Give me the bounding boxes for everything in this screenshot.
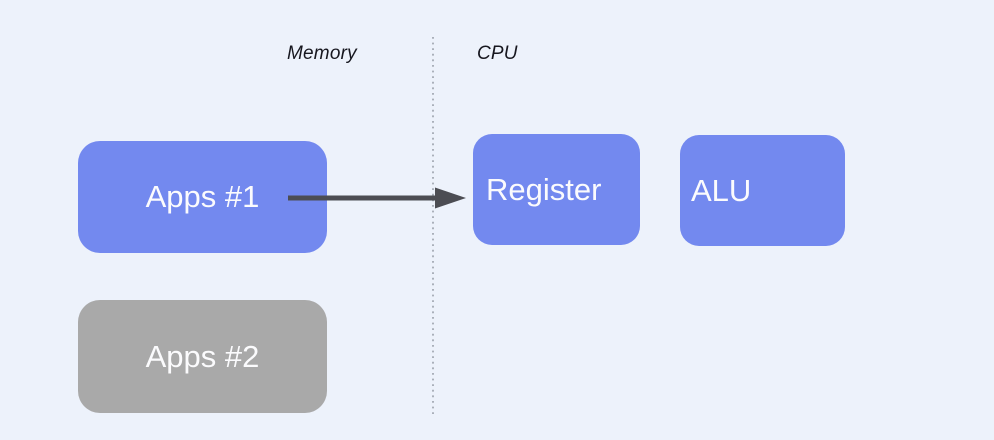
memory-cpu-divider [432,37,434,414]
node-alu: ALU [680,135,845,246]
node-apps2-label: Apps #2 [145,338,260,374]
node-register-label: Register [486,171,602,207]
node-apps1-label: Apps #1 [145,179,260,214]
arrow-apps1-to-register [288,187,466,209]
node-apps2: Apps #2 [78,300,327,413]
arrow-head-icon [435,187,466,209]
node-apps1: Apps #1 [78,141,327,253]
node-alu-label: ALU [691,172,752,208]
section-label-cpu: CPU [477,43,518,64]
section-label-memory: Memory [287,43,357,64]
node-register: Register [473,134,640,245]
